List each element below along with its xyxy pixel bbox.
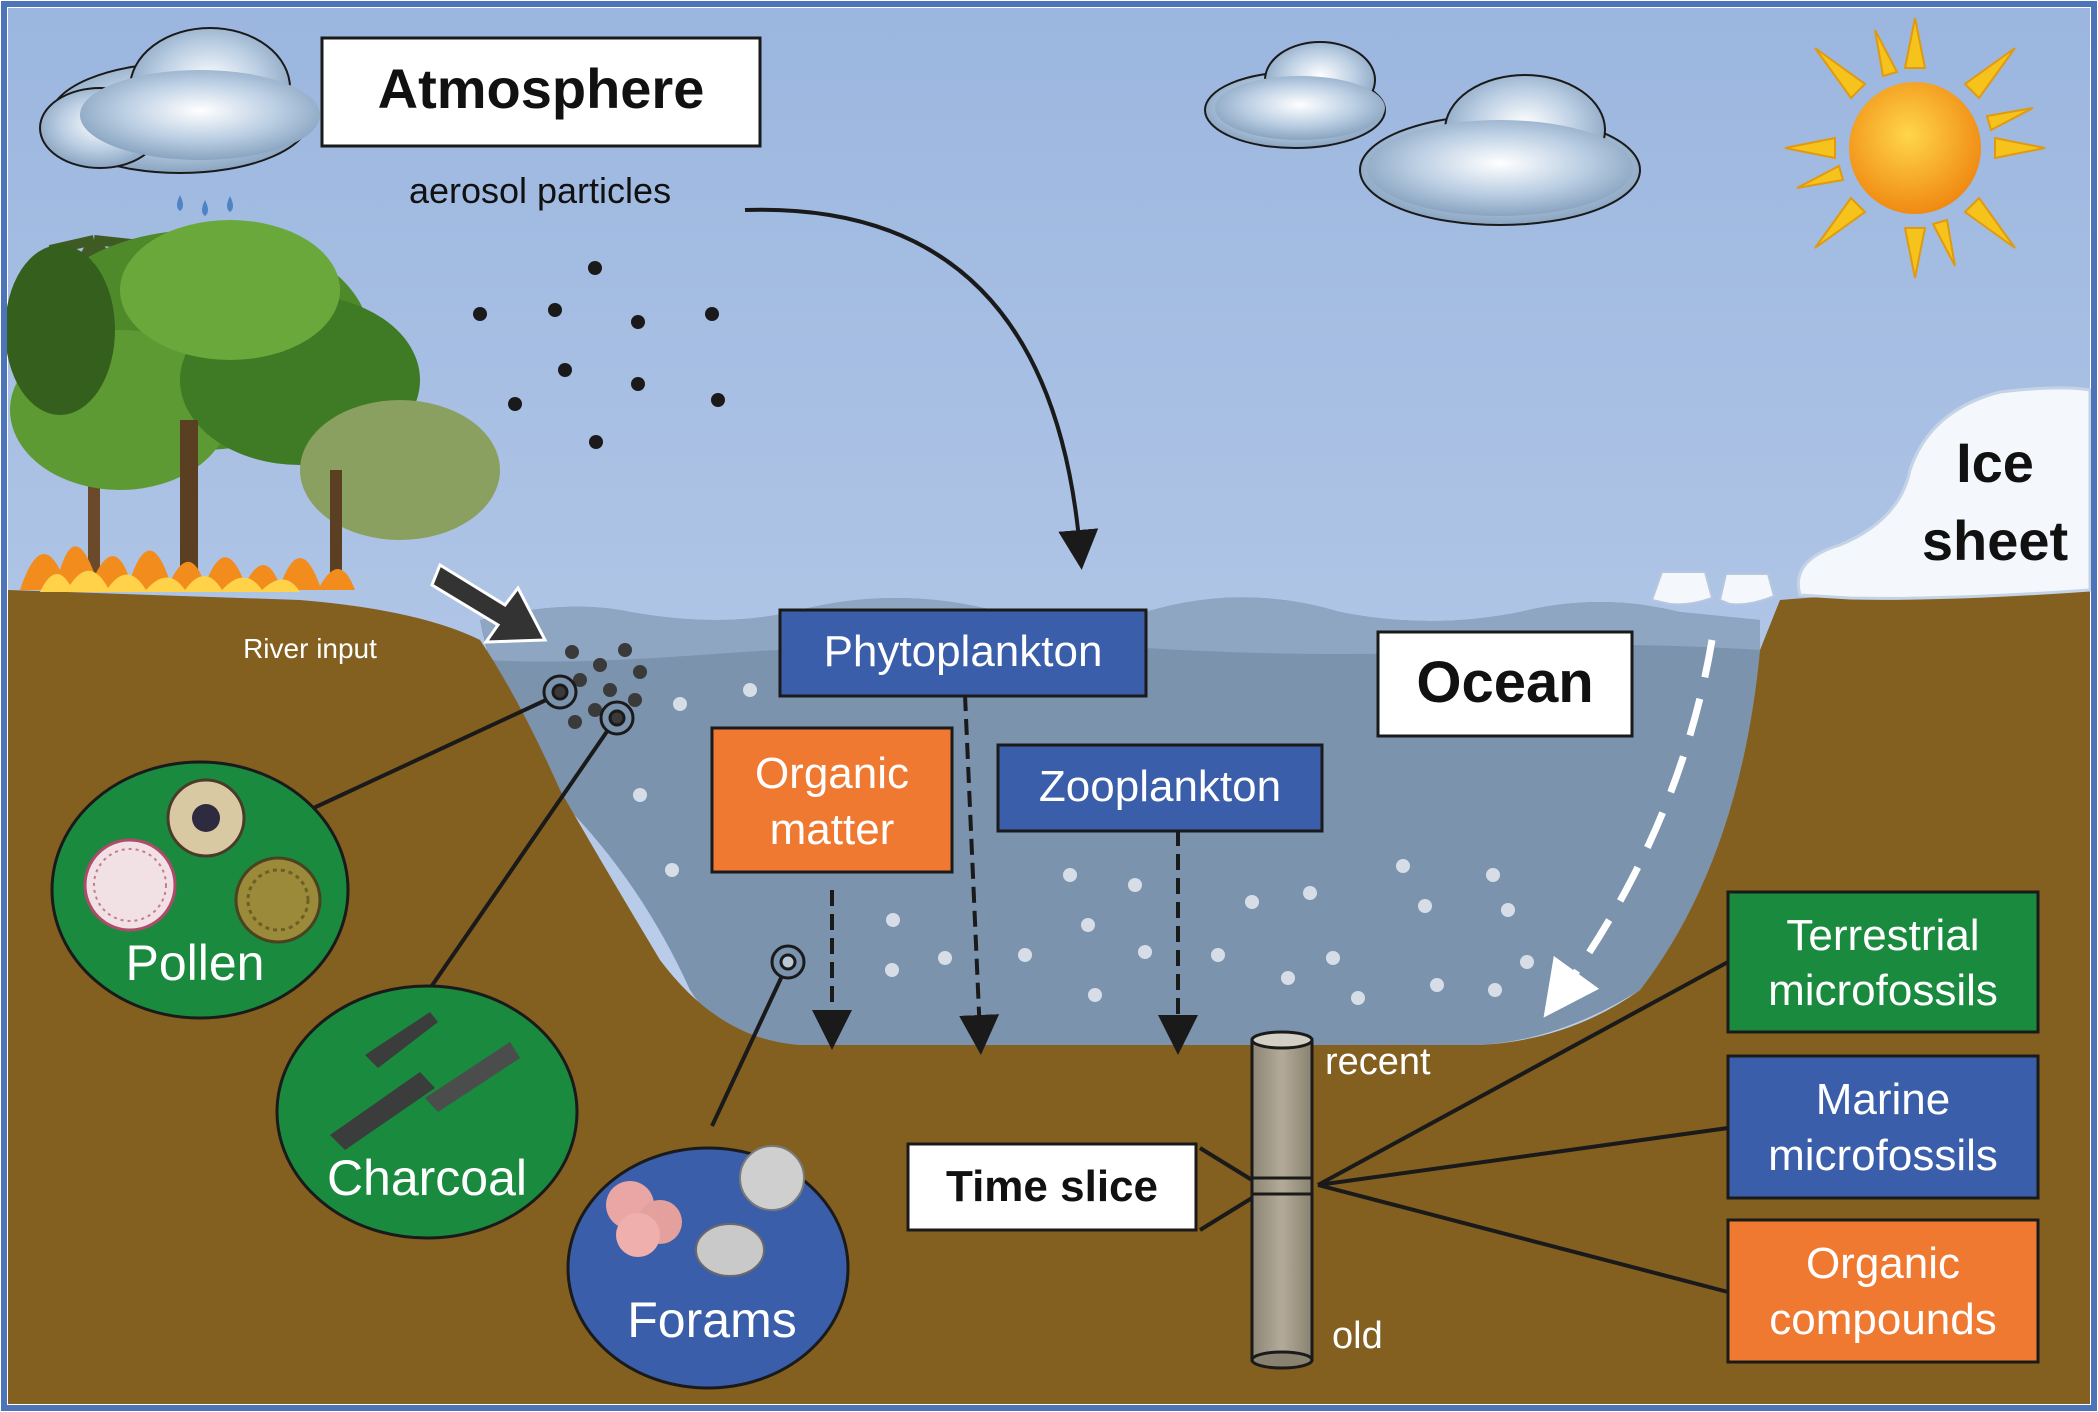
organic-matter-label-line2: matter [770, 805, 895, 854]
ice-sheet-label-line2: sheet [1922, 509, 2068, 572]
iceberg [1650, 571, 1714, 606]
marine-particles [633, 683, 1534, 1005]
organic-compounds-box [1726, 1218, 2040, 1364]
ocean-label-box [1376, 630, 1634, 738]
foram-icon [695, 1223, 765, 1277]
charcoal-circle [275, 984, 579, 1240]
zooplankton-label: Zooplankton [1039, 762, 1281, 811]
time-slice-box [906, 1142, 1198, 1232]
terrigenous-particles [565, 643, 647, 729]
ice-rafted-debris-arrow [1543, 639, 1716, 1018]
organic-matter-box [710, 726, 954, 874]
marine-microfossils-box [1726, 1054, 2040, 1200]
iceberg [1718, 573, 1776, 606]
aerosol-particles-dots [473, 261, 725, 449]
forest-icon [5, 220, 500, 592]
aerosol-deposition-arrow [744, 207, 1099, 570]
cloud-icon [1204, 41, 1386, 149]
particle-markers [542, 674, 806, 980]
organic-compounds-label-line2: compounds [1769, 1295, 1996, 1344]
ocean-label: Ocean [1416, 650, 1593, 715]
terrestrial-microfossils-box [1726, 890, 2040, 1034]
pollen-label: Pollen [126, 935, 265, 991]
old-label: old [1332, 1315, 1383, 1357]
pollen-grain-icon [234, 856, 322, 944]
phytoplankton-box [778, 608, 1148, 698]
ice-sheet [1797, 386, 2092, 600]
river-input-arrow [430, 562, 548, 644]
organic-matter-label-line1: Organic [755, 749, 909, 798]
sun-icon [1784, 17, 2046, 279]
river-input-label: River input [243, 633, 377, 664]
settling-arrows [812, 694, 1198, 1055]
connector-lines [304, 698, 1729, 1294]
cloud-icon [1359, 74, 1641, 226]
foram-icon [739, 1145, 805, 1211]
forams-circle [566, 1145, 850, 1390]
sediment-core [1250, 1030, 1314, 1370]
recent-label: recent [1325, 1041, 1431, 1083]
terrestrial-label-line2: microfossils [1768, 966, 1998, 1015]
pollen-circle [50, 760, 350, 1020]
terrestrial-label-line1: Terrestrial [1786, 911, 1979, 960]
pollen-grain-icon [83, 838, 177, 932]
rain-cloud-icon [39, 27, 320, 266]
time-slice-label: Time slice [946, 1162, 1158, 1211]
marine-label-line2: microfossils [1768, 1131, 1998, 1180]
aerosol-particles-label: aerosol particles [409, 170, 671, 211]
phytoplankton-label: Phytoplankton [824, 627, 1103, 676]
organic-compounds-label-line1: Organic [1806, 1239, 1960, 1288]
forams-label: Forams [627, 1292, 796, 1348]
zooplankton-box [996, 743, 1324, 833]
atmosphere-label-box [320, 36, 762, 148]
ice-sheet-label-line1: Ice [1956, 431, 2034, 494]
marine-label-line1: Marine [1816, 1075, 1951, 1124]
atmosphere-label: Atmosphere [378, 57, 705, 120]
charcoal-label: Charcoal [327, 1150, 527, 1206]
